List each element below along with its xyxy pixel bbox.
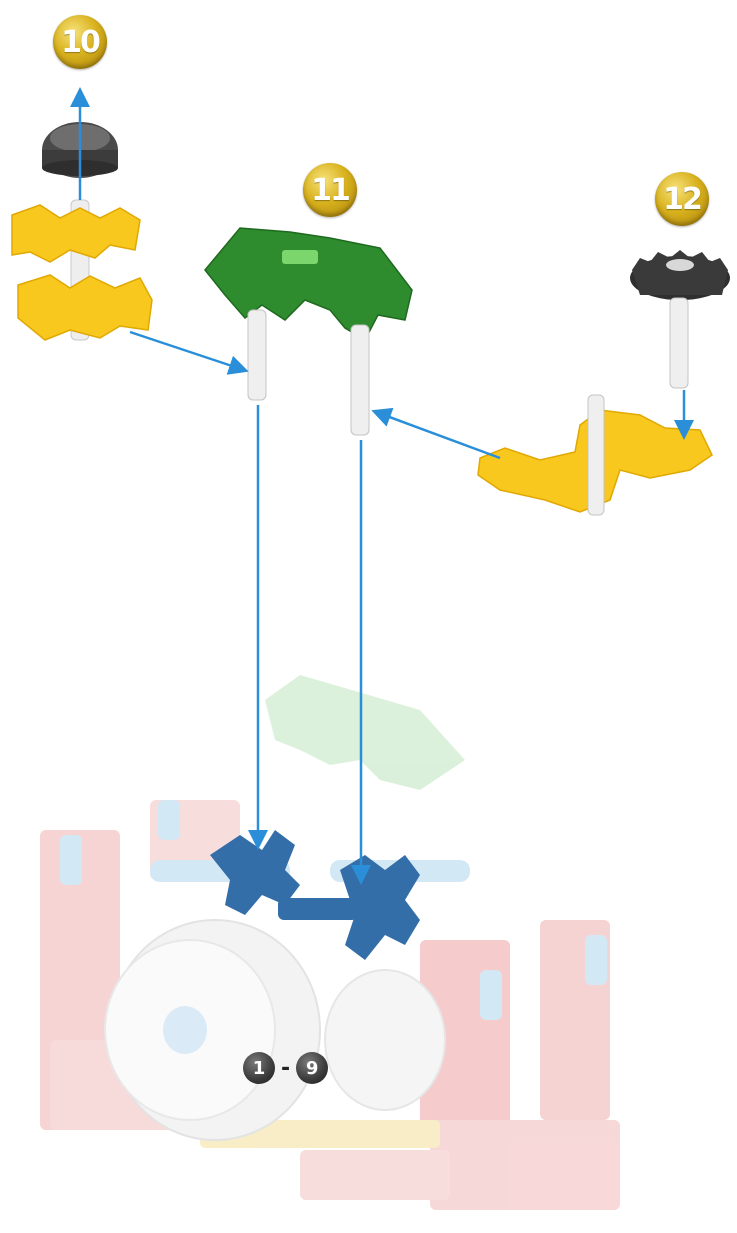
range-end: 9: [296, 1052, 328, 1084]
base-ghost-green: [265, 675, 465, 790]
step10-parts: [12, 122, 152, 340]
step11-parts: [205, 228, 412, 435]
step-badge-10: 10: [53, 15, 107, 69]
previous-steps-badge: 1 - 9: [243, 1052, 328, 1084]
step12-parts: [478, 250, 730, 515]
base-wheel: [105, 920, 445, 1140]
base-model: [40, 675, 620, 1210]
step-badge-11: 11: [303, 163, 357, 217]
blue-connector-right: [278, 855, 420, 960]
range-start: 1: [243, 1052, 275, 1084]
step-badge-12: 12: [655, 172, 709, 226]
range-separator: -: [281, 1056, 290, 1081]
